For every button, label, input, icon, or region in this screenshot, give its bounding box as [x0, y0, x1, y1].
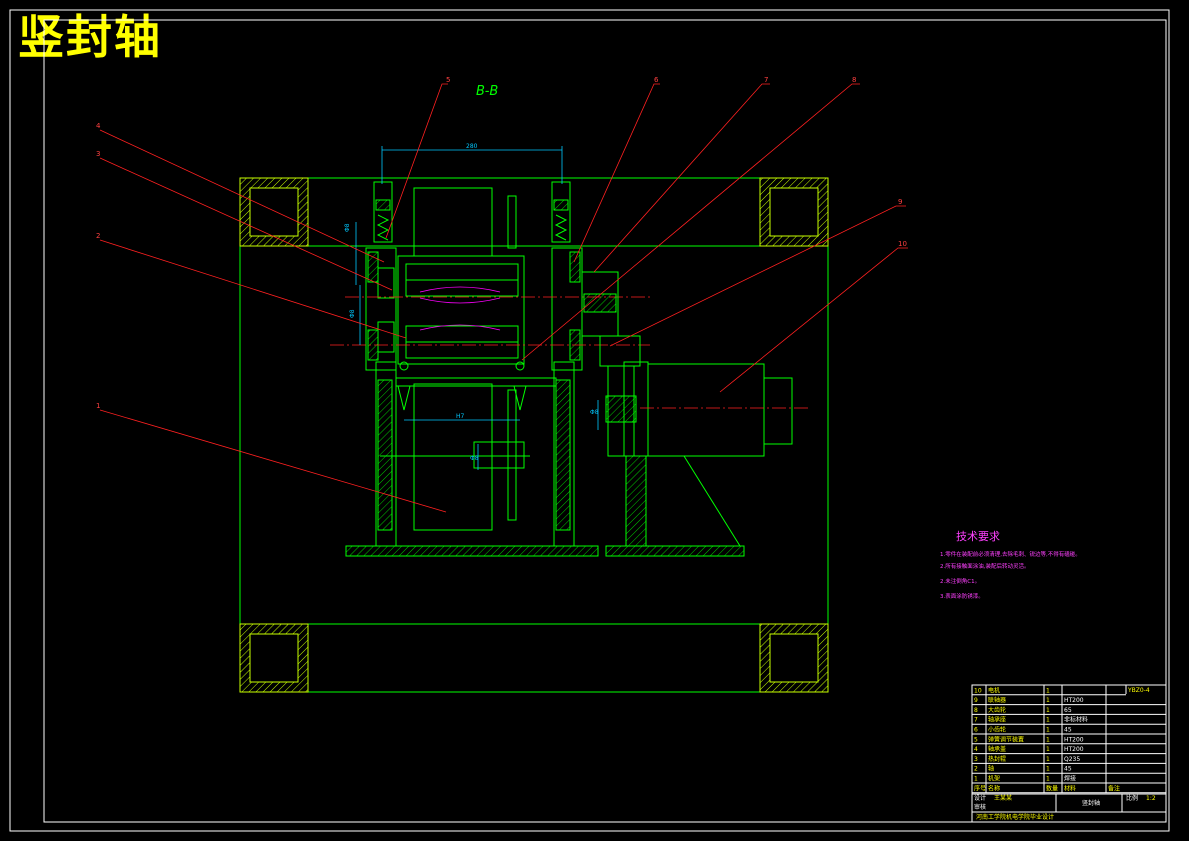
bom-cell-no: 8 [974, 707, 978, 714]
motor [640, 363, 810, 547]
treq-title: 技术要求 [956, 530, 1000, 543]
bom-cell-no: 6 [974, 727, 978, 734]
drawing-number: YBZ0-4 [1127, 687, 1150, 694]
sealing-roller-assembly [330, 181, 650, 547]
bom-header-no: 序号 [974, 784, 986, 792]
bom-cell-qty: 1 [1046, 746, 1050, 753]
dim-top-span: 280 [466, 143, 478, 150]
bom-cell-material: 65 [1064, 707, 1072, 714]
callout-5: 5 [446, 76, 450, 84]
bom-cell-no: 7 [974, 717, 978, 724]
bom-cell-no: 9 [974, 697, 978, 704]
bom-cell-material: 焊接 [1064, 775, 1076, 783]
bom-cell-no: 4 [974, 746, 978, 753]
dim-left-a: Φ8 [344, 223, 351, 232]
bom-cell-qty: 1 [1046, 756, 1050, 763]
dim-right-small: Φ8 [590, 409, 599, 416]
bom-header-name: 名称 [988, 784, 1000, 792]
callout-leaders: 1 2 3 4 5 6 7 8 9 10 [96, 76, 908, 513]
treq-line-2: 2.所有接触面涂油,装配后转动灵活。 [940, 562, 1030, 570]
callout-10: 10 [898, 240, 907, 248]
bom-cell-material: 45 [1064, 727, 1072, 734]
bom-cell-name: 轴承盖 [988, 745, 1006, 753]
bom-cell-qty: 1 [1046, 707, 1050, 714]
bom-cell-no: 2 [974, 766, 978, 773]
scale-label: 比例 [1126, 794, 1138, 802]
bom-cell-name: 轴承座 [988, 716, 1006, 724]
bom-cell-material: 45 [1064, 766, 1072, 773]
bom-cell-material: Q235 [1064, 756, 1080, 763]
bom-cell-material: HT200 [1064, 697, 1084, 704]
design-label: 设计 [974, 794, 986, 802]
bom-cell-name: 大齿轮 [988, 706, 1006, 714]
callout-8: 8 [852, 76, 856, 84]
treq-line-1: 1.零件在装配前必须清理,去除毛刺、锐边等,不得有磕碰。 [940, 550, 1081, 558]
machine-frame [239, 177, 829, 693]
dim-center-width: H7 [456, 413, 465, 420]
bom-cell-qty: 1 [1046, 727, 1050, 734]
bom-cell-name: 弹簧调节装置 [988, 735, 1024, 743]
bom-cell-material: 非标材料 [1064, 716, 1088, 724]
scale-value: 1:2 [1146, 795, 1156, 802]
technical-requirements: 技术要求 1.零件在装配前必须清理,去除毛刺、锐边等,不得有磕碰。 2.所有接触… [940, 530, 1081, 600]
corner-tube-tr [759, 177, 829, 247]
base-plates [345, 361, 745, 557]
bom-cell-qty: 1 [1046, 736, 1050, 743]
bom-header-qty: 数量 [1046, 784, 1058, 792]
dim-left-b: Φ8 [349, 309, 356, 318]
callout-1: 1 [96, 402, 100, 410]
bom-cell-material: HT200 [1064, 736, 1084, 743]
bom-cell-no: 5 [974, 736, 978, 743]
bom-cell-name: 轴 [988, 765, 994, 773]
school-name: 河南工学院机电学院毕业设计 [976, 813, 1054, 821]
callout-9: 9 [898, 198, 902, 206]
corner-tube-tl [239, 177, 309, 247]
bom-cell-no: 3 [974, 756, 978, 763]
bom-cell-qty: 1 [1046, 697, 1050, 704]
bom-cell-name: 小齿轮 [988, 726, 1006, 734]
dimensions: 280 Φ8 Φ8 H7 Φ8 Φ8 [344, 143, 599, 470]
callout-3: 3 [96, 150, 100, 158]
bom-cell-name: 热封辊 [988, 755, 1006, 763]
treq-line-3: 2.未注倒角C1。 [940, 577, 980, 585]
title-block: YBZ0-4 设计 王某某 审核 竖封轴 比例 1:2 河南工学院机电学院毕业设… [971, 684, 1167, 823]
bom-header-note: 备注 [1108, 784, 1120, 792]
bom-cell-material: HT200 [1064, 746, 1084, 753]
dim-shaft-center: Φ8 [470, 455, 479, 462]
drawing-title: 竖封轴 [18, 10, 162, 64]
bom-header-material: 材料 [1064, 784, 1076, 792]
callout-6: 6 [654, 76, 659, 84]
bom-cell-qty: 1 [1046, 766, 1050, 773]
callout-7: 7 [764, 76, 768, 84]
corner-tube-br [759, 623, 829, 693]
corner-tube-bl [239, 623, 309, 693]
review-label: 审核 [974, 803, 986, 811]
bom-cell-qty: 1 [1046, 776, 1050, 783]
part-name: 竖封轴 [1082, 799, 1100, 807]
section-view-label: B-B [476, 84, 498, 99]
inner-frame [43, 19, 1167, 823]
outer-frame [9, 9, 1170, 832]
bom-cell-name: 联轴器 [988, 696, 1006, 704]
treq-line-4: 3.表面涂防锈漆。 [940, 592, 984, 600]
designer-name: 王某某 [994, 795, 1012, 802]
callout-2: 2 [96, 232, 100, 240]
bom-cell-qty: 1 [1046, 687, 1050, 694]
bom-cell-no: 1 [974, 776, 978, 783]
bom-cell-name: 机架 [988, 775, 1000, 783]
bom-cell-qty: 1 [1046, 717, 1050, 724]
callout-4: 4 [96, 122, 101, 130]
bom-cell-no: 10 [974, 687, 982, 694]
bom-cell-name: 电机 [988, 686, 1000, 694]
